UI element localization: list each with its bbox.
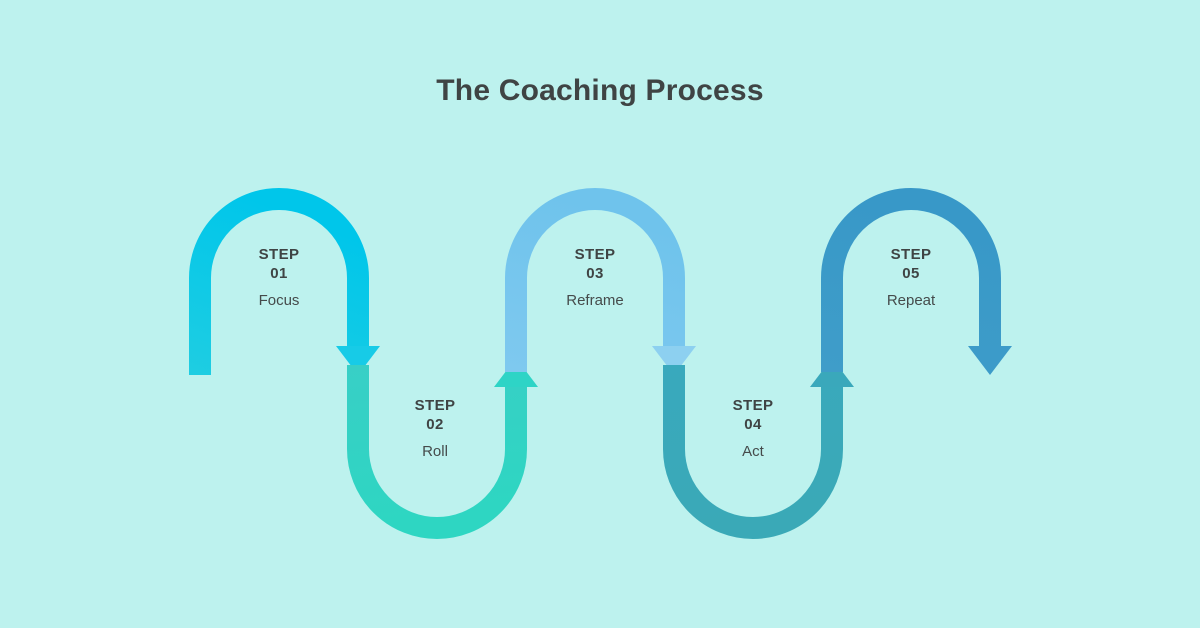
arrow-up-icon [810,358,854,387]
step-path-01 [189,188,380,375]
step-kicker-05: STEP [890,246,932,263]
step-name-02: Roll [422,443,448,460]
arrow-down-icon [968,346,1012,375]
step-number-05: 05 [902,265,920,282]
step-name-01: Focus [258,292,300,309]
arrow-down-icon [652,346,696,375]
step-number-04: 04 [744,416,762,433]
step-name-05: Repeat [886,292,936,309]
step-number-01: 01 [270,265,288,282]
step-label-05: STEP 05 Repeat [821,245,1001,310]
page-title: The Coaching Process [436,74,764,107]
step-path-05 [821,188,1012,375]
step-kicker-04: STEP [732,397,774,414]
step-name-03: Reframe [566,292,624,309]
step-label-01: STEP 01 Focus [189,245,369,310]
step-number-02: 02 [426,416,444,433]
arrow-up-icon [494,358,538,387]
step-label-02: STEP 02 Roll [345,396,525,461]
step-name-04: Act [742,443,764,460]
step-kicker-01: STEP [258,246,300,263]
step-kicker-02: STEP [414,397,456,414]
step-path-03 [505,188,696,375]
step-kicker-03: STEP [574,246,616,263]
arrow-down-icon [336,346,380,375]
step-label-03: STEP 03 Reframe [505,245,685,310]
step-path-02 [347,358,538,539]
step-number-03: 03 [586,265,604,282]
step-label-04: STEP 04 Act [663,396,843,461]
step-path-04 [663,358,854,539]
